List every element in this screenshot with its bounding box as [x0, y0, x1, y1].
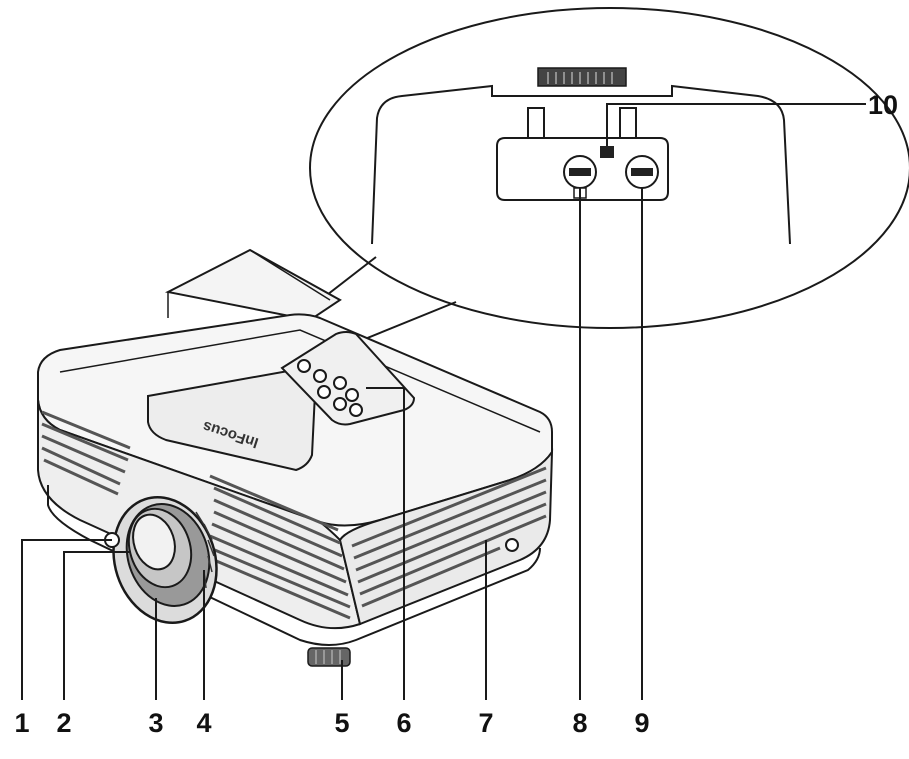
inset-connector-10: [600, 146, 614, 158]
callout-7: 7: [478, 708, 493, 738]
projector-rear-top: [168, 250, 340, 320]
callout-3: 3: [148, 708, 163, 738]
control-button: [318, 386, 330, 398]
adjustable-foot: [308, 648, 350, 666]
control-button: [346, 389, 358, 401]
callout-5: 5: [334, 708, 349, 738]
control-button: [314, 370, 326, 382]
callout-9: 9: [634, 708, 649, 738]
callout-4: 4: [196, 708, 211, 738]
callout-2: 2: [56, 708, 71, 738]
rear-ir-sensor: [506, 539, 518, 551]
control-button: [334, 398, 346, 410]
inset-top-cap: [538, 68, 626, 86]
leader-1: [22, 540, 112, 700]
control-button: [298, 360, 310, 372]
callout-6: 6: [396, 708, 411, 738]
callout-8: 8: [572, 708, 587, 738]
callout-10: 10: [868, 90, 898, 120]
projector-body: InFocus: [38, 250, 552, 666]
control-button: [350, 404, 362, 416]
callout-1: 1: [14, 708, 29, 738]
control-button: [334, 377, 346, 389]
detail-inset: [310, 8, 909, 328]
